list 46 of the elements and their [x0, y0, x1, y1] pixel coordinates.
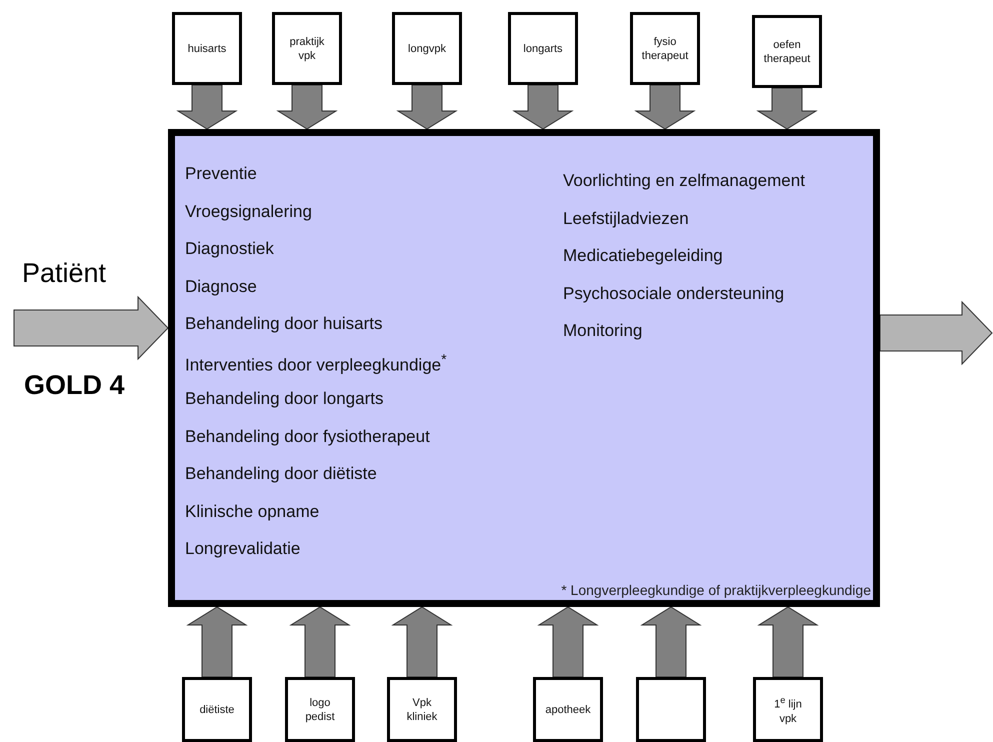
empty-box	[636, 677, 706, 742]
block-arrow	[289, 606, 351, 678]
provider-box: diëtiste	[182, 677, 252, 742]
block-arrow	[396, 84, 458, 130]
block-arrow	[186, 606, 248, 678]
provider-box: 1$^{e}$ lijn vpk	[753, 677, 823, 742]
care-item: Voorlichting en zelfmanagement	[563, 171, 805, 191]
care-item: Diagnostiek	[185, 239, 274, 259]
block-arrow	[391, 606, 453, 678]
care-item: Psychosociale ondersteuning	[563, 284, 784, 304]
block-arrow	[640, 606, 702, 678]
block-arrow	[634, 84, 696, 130]
provider-box: logo pedist	[285, 677, 355, 742]
care-item: Behandeling door fysiotherapeut	[185, 426, 430, 446]
care-item: Preventie	[185, 164, 257, 184]
block-arrow	[176, 84, 238, 130]
care-item: Interventies door verpleegkundige$^{*}$	[185, 352, 447, 376]
care-item: Behandeling door huisarts	[185, 314, 383, 334]
care-item: Klinische opname	[185, 502, 320, 522]
block-arrow	[512, 84, 574, 130]
care-item: Vroegsignalering	[185, 202, 312, 222]
provider-box: longvpk	[392, 12, 462, 85]
provider-box: fysio therapeut	[630, 12, 700, 85]
provider-box: praktijk vpk	[272, 12, 342, 85]
block-arrow	[756, 88, 818, 130]
side-label: GOLD 4	[24, 370, 125, 401]
provider-box: longarts	[508, 12, 578, 85]
footnote: * Longverpleegkundige of praktijkverpleegkundige	[561, 582, 871, 598]
care-item: Monitoring	[563, 321, 642, 341]
care-item: Diagnose	[185, 276, 257, 296]
care-item: Medicatiebegeleiding	[563, 246, 723, 266]
provider-box: Vpk kliniek	[387, 677, 457, 742]
care-item: Leefstijladviezen	[563, 208, 689, 228]
block-arrow	[757, 606, 819, 678]
care-panel	[168, 129, 880, 607]
block-arrow	[880, 300, 993, 366]
provider-box: huisarts	[172, 12, 242, 85]
provider-box: apotheek	[533, 677, 603, 742]
block-arrow	[276, 84, 338, 130]
care-item: Behandeling door diëtiste	[185, 464, 377, 484]
care-item: Longrevalidatie	[185, 539, 300, 559]
block-arrow	[537, 606, 599, 678]
block-arrow	[14, 296, 169, 360]
side-label: Patiënt	[22, 258, 106, 289]
care-item: Behandeling door longarts	[185, 389, 384, 409]
provider-box: oefen therapeut	[752, 15, 822, 88]
